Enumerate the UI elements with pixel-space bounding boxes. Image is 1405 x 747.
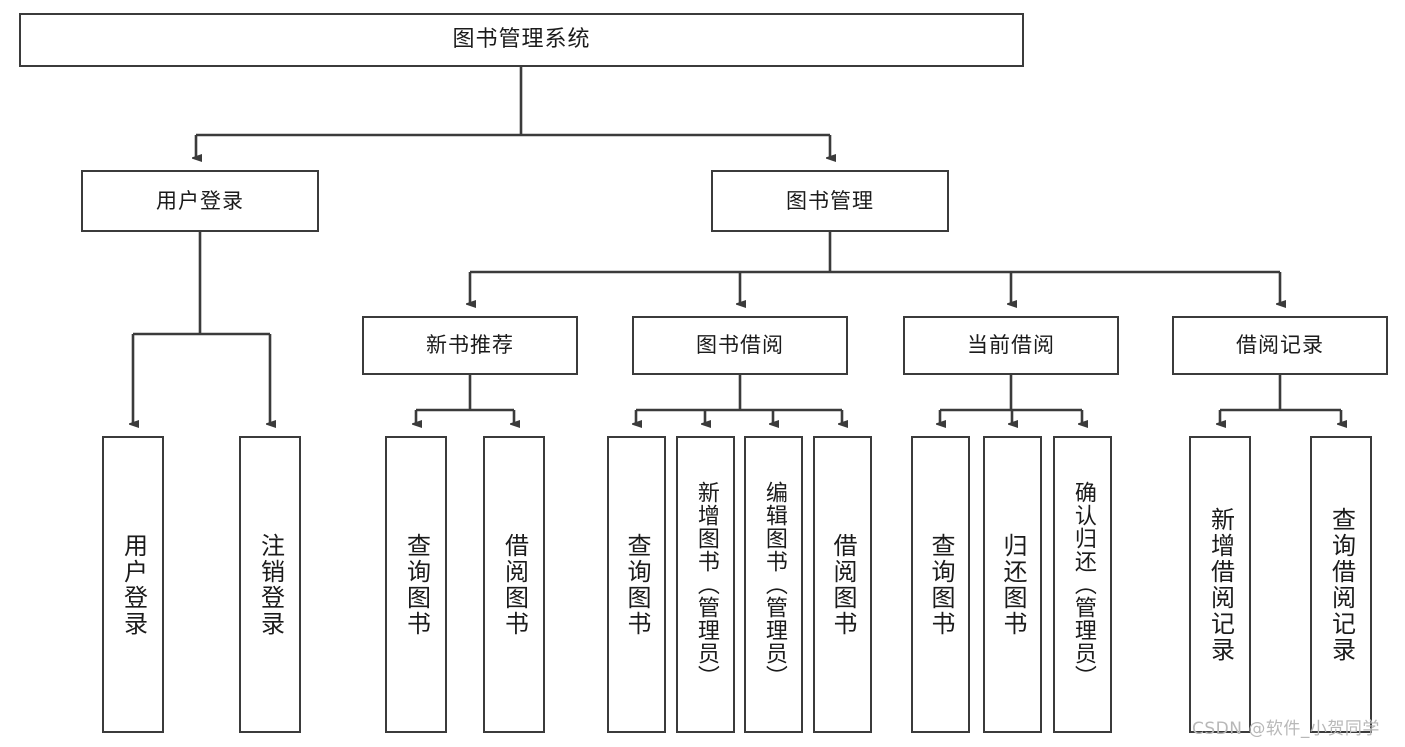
leaf-label: 新增图书（管理员） xyxy=(693,481,719,688)
node-borrow-record-label: 借阅记录 xyxy=(1236,333,1324,358)
node-new-book-recommend-label: 新书推荐 xyxy=(426,333,514,358)
leaf-node-logout-login[interactable]: 注销登录 xyxy=(239,436,301,733)
leaf-node-borrow-book-1[interactable]: 借阅图书 xyxy=(483,436,545,733)
leaf-label: 新增借阅记录 xyxy=(1206,506,1235,663)
node-user-login[interactable]: 用户登录 xyxy=(81,170,319,232)
leaf-label: 注销登录 xyxy=(256,532,285,637)
node-root-label: 图书管理系统 xyxy=(452,27,591,53)
leaf-label: 归还图书 xyxy=(998,532,1027,637)
node-book-borrow[interactable]: 图书借阅 xyxy=(632,316,848,375)
leaf-node-add-borrow-record[interactable]: 新增借阅记录 xyxy=(1189,436,1251,733)
leaf-node-edit-book-admin[interactable]: 编辑图书（管理员） xyxy=(744,436,803,733)
leaf-label: 查询图书 xyxy=(926,532,955,637)
leaf-label: 编辑图书（管理员） xyxy=(761,481,787,688)
node-borrow-record[interactable]: 借阅记录 xyxy=(1172,316,1388,375)
leaf-node-query-book-1[interactable]: 查询图书 xyxy=(385,436,447,733)
leaf-label: 用户登录 xyxy=(119,532,148,637)
node-root[interactable]: 图书管理系统 xyxy=(19,13,1024,67)
leaf-node-return-book[interactable]: 归还图书 xyxy=(983,436,1042,733)
node-book-manage-label: 图书管理 xyxy=(786,188,874,213)
leaf-label: 查询借阅记录 xyxy=(1327,506,1356,663)
csdn-watermark: CSDN @软件_小贺同学 xyxy=(1192,719,1380,739)
leaf-node-confirm-return-admin[interactable]: 确认归还（管理员） xyxy=(1053,436,1112,733)
node-new-book-recommend[interactable]: 新书推荐 xyxy=(362,316,578,375)
node-user-login-label: 用户登录 xyxy=(156,188,244,213)
node-book-manage[interactable]: 图书管理 xyxy=(711,170,949,232)
leaf-node-borrow-book-2[interactable]: 借阅图书 xyxy=(813,436,872,733)
node-current-borrow[interactable]: 当前借阅 xyxy=(903,316,1119,375)
leaf-node-query-book-2[interactable]: 查询图书 xyxy=(607,436,666,733)
leaf-node-query-book-3[interactable]: 查询图书 xyxy=(911,436,970,733)
leaf-label: 借阅图书 xyxy=(828,532,857,637)
leaf-node-add-book-admin[interactable]: 新增图书（管理员） xyxy=(676,436,735,733)
node-current-borrow-label: 当前借阅 xyxy=(967,333,1055,358)
leaf-label: 查询图书 xyxy=(622,532,651,637)
leaf-node-user-login[interactable]: 用户登录 xyxy=(102,436,164,733)
node-book-borrow-label: 图书借阅 xyxy=(696,333,784,358)
leaf-label: 借阅图书 xyxy=(500,532,529,637)
leaf-node-query-borrow-record[interactable]: 查询借阅记录 xyxy=(1310,436,1372,733)
leaf-label: 查询图书 xyxy=(402,532,431,637)
leaf-label: 确认归还（管理员） xyxy=(1070,481,1096,688)
